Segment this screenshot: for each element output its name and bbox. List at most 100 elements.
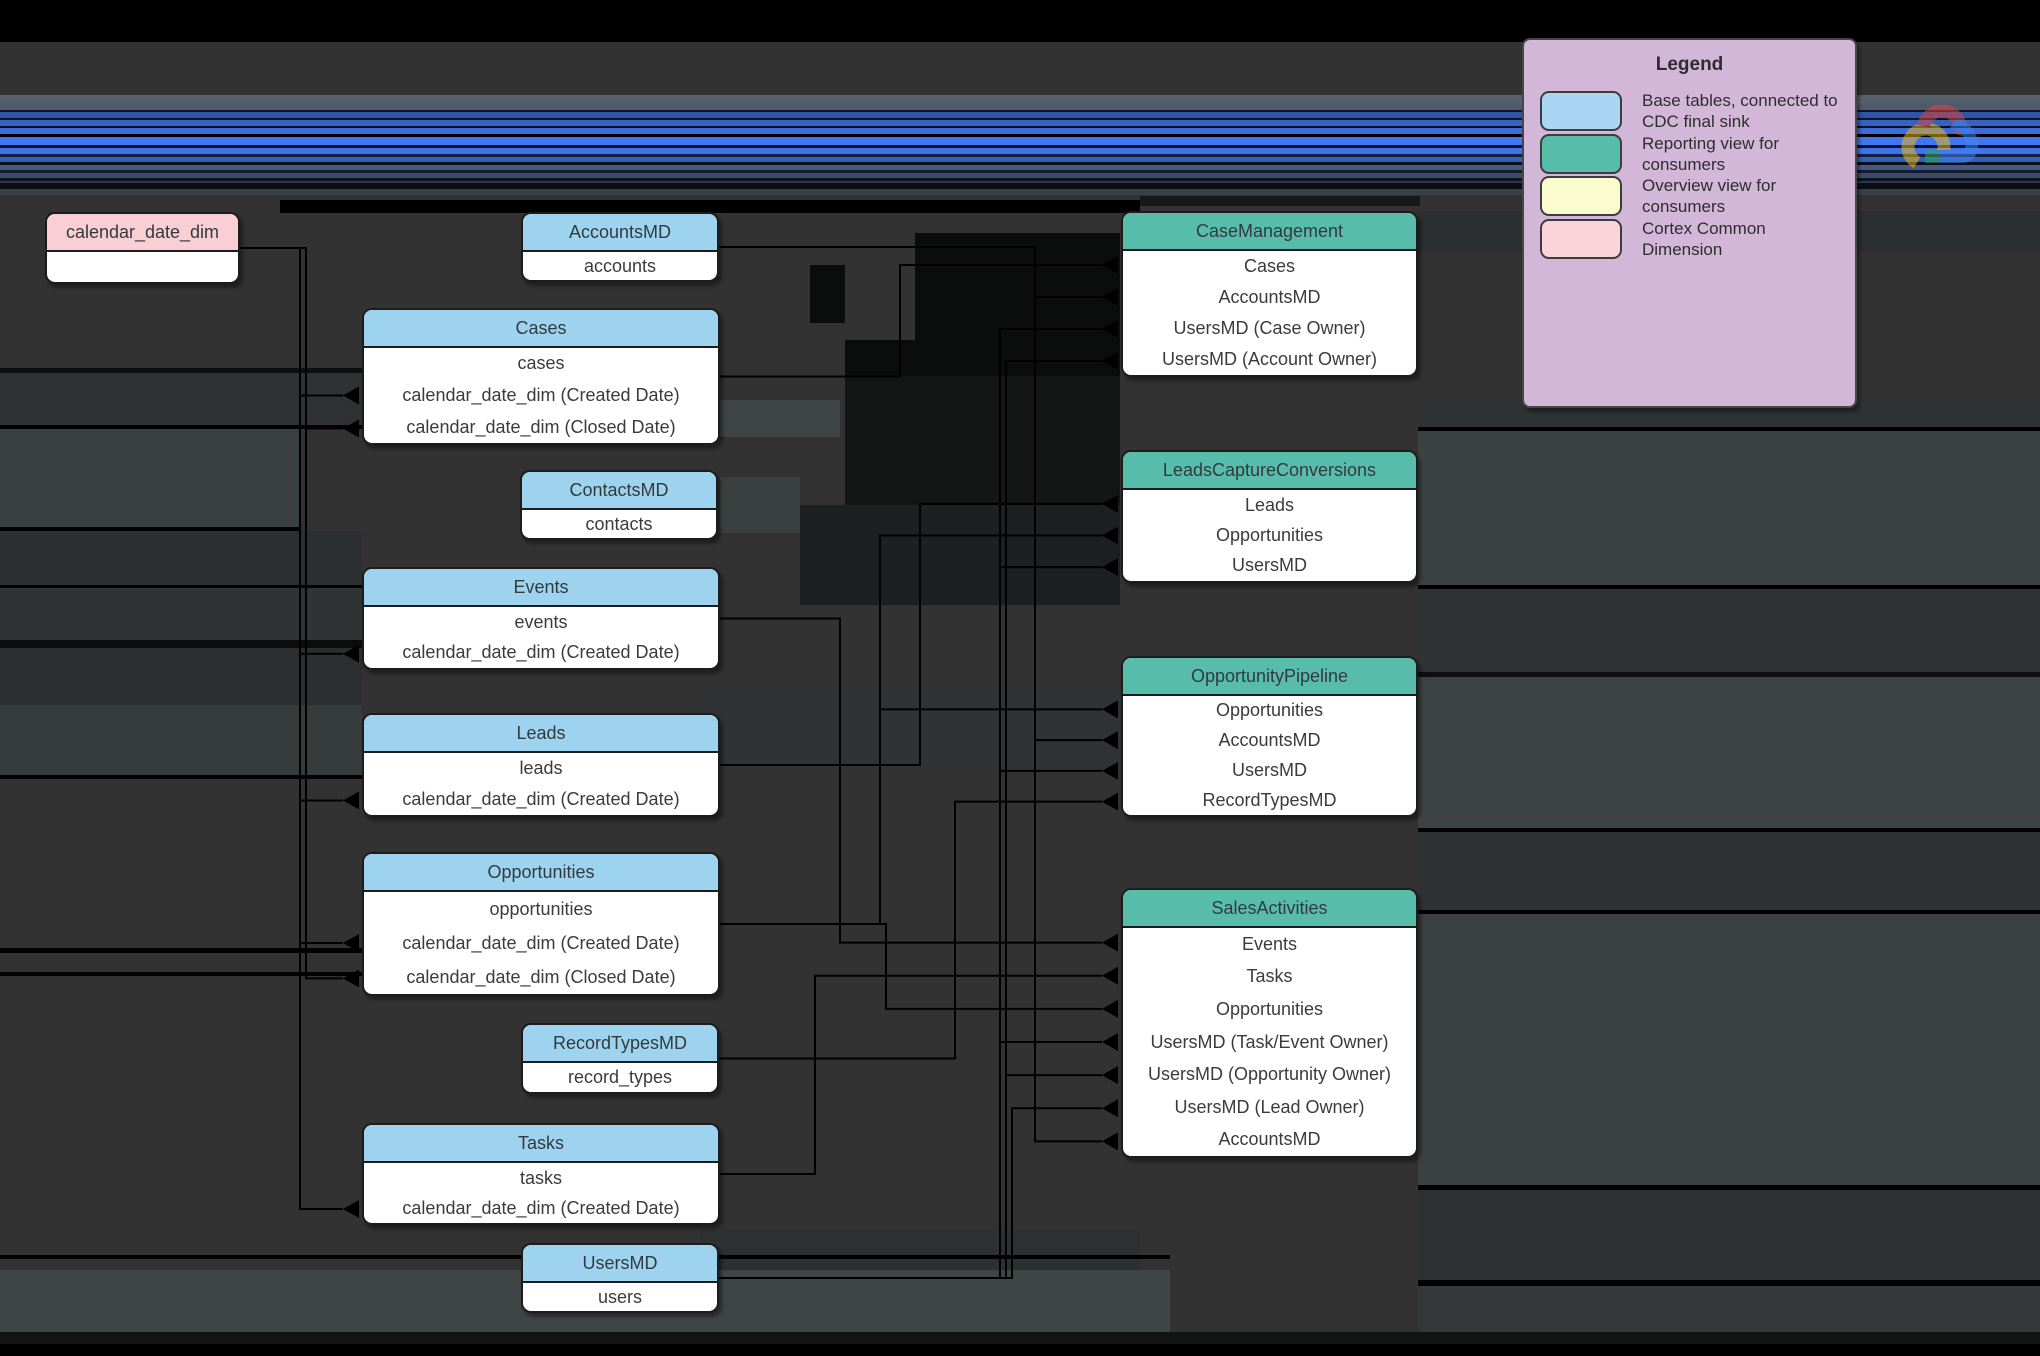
table-body-RecordTypesMD: record_types <box>523 1063 717 1092</box>
background-streak <box>1418 1280 2040 1286</box>
background-streak <box>0 183 2040 189</box>
table-header-AccountsMD: AccountsMD <box>523 214 717 252</box>
background-streak <box>0 705 362 775</box>
background-streak <box>0 588 362 640</box>
legend-swatch-reporting_view <box>1540 133 1622 174</box>
connector-Events-to-SalesActivities <box>720 617 1102 944</box>
table-body-calendar_date_dim <box>47 252 238 282</box>
table-row: Leads <box>1244 494 1295 515</box>
legend-swatch-common_dim <box>1540 218 1622 259</box>
background-streak <box>845 340 1120 376</box>
background-streak <box>0 527 300 531</box>
table-body-AccountsMD: accounts <box>523 252 717 280</box>
background-streak <box>1418 1190 2040 1280</box>
table-row: calendar_date_dim (Created Date) <box>402 932 680 953</box>
table-header-Tasks: Tasks <box>364 1125 718 1163</box>
background-streak <box>1418 427 2040 431</box>
legend-label: Base tables, connected to CDC final sink <box>1642 91 1838 132</box>
background-streak <box>1418 672 2040 677</box>
table-row: UsersMD <box>1232 759 1307 780</box>
table-header-UsersMD: UsersMD <box>523 1245 717 1283</box>
connector-arrowhead <box>1102 999 1118 1018</box>
connector-Opportunities-to-SalesActivities <box>720 923 1102 1010</box>
connector-arrowhead <box>343 1200 359 1218</box>
background-streak <box>1418 1286 2040 1332</box>
table-calendar_date_dim: calendar_date_dim <box>45 212 240 284</box>
background-streak <box>0 531 362 585</box>
background-streak <box>1418 1185 2040 1190</box>
connector-RecordTypesMD-to-OpportunityPipeline <box>719 800 1102 1060</box>
background-streak <box>0 189 2040 195</box>
background-streak <box>0 585 362 588</box>
background-streak <box>800 505 1120 605</box>
background-streak <box>1140 196 1420 206</box>
background-streak <box>0 429 300 527</box>
table-header-Opportunities: Opportunities <box>364 854 718 892</box>
background-streak <box>1418 677 2040 828</box>
background-streak <box>1418 589 2040 672</box>
legend-item-overview_view: Overview view for consumers <box>1540 175 1839 218</box>
table-row: AccountsMD <box>1218 730 1321 751</box>
table-row: UsersMD (Lead Owner) <box>1174 1096 1365 1117</box>
table-Opportunities: Opportunities opportunities calendar_date_… <box>362 852 720 996</box>
background-streak <box>0 373 362 425</box>
table-header-RecordTypesMD: RecordTypesMD <box>523 1025 717 1063</box>
background-streak <box>1418 914 2040 1185</box>
connector-UsersMD-to-LeadsCaptureConversions <box>719 566 1102 1279</box>
table-row: Events <box>1241 933 1298 954</box>
connector-Tasks-to-SalesActivities <box>720 974 1102 1175</box>
connector-arrowhead <box>1102 792 1118 811</box>
legend: Legend Base tables, connected to CDC fin… <box>1522 38 1857 408</box>
background-streak <box>0 948 362 953</box>
background-streak <box>0 640 362 648</box>
legend-label: Reporting view for consumers <box>1642 133 1780 174</box>
table-header-LeadsCaptureConversions: LeadsCaptureConversions <box>1123 452 1416 490</box>
background-streak <box>720 400 840 437</box>
table-row: tasks <box>519 1167 562 1188</box>
table-row: opportunities <box>489 898 593 919</box>
table-row: UsersMD (Case Owner) <box>1173 318 1366 338</box>
background-streak <box>1418 910 2040 914</box>
table-row: contacts <box>585 513 653 534</box>
table-body-ContactsMD: contacts <box>522 510 716 538</box>
background-streak <box>1418 431 2040 585</box>
table-row: calendar_date_dim (Created Date) <box>402 385 680 405</box>
table-header-SalesActivities: SalesActivities <box>1123 890 1416 928</box>
table-row: Opportunities <box>1215 998 1324 1019</box>
table-row: calendar_date_dim (Created Date) <box>402 642 680 663</box>
legend-label: Cortex Common Dimension <box>1642 218 1766 259</box>
table-row <box>47 252 238 282</box>
background-streak <box>1418 585 2040 589</box>
connector-arrowhead <box>1102 1132 1118 1151</box>
connector-UsersMD-to-OpportunityPipeline <box>719 769 1102 1279</box>
table-row: UsersMD (Task/Event Owner) <box>1150 1031 1389 1052</box>
background-streak <box>1418 828 2040 832</box>
background-streak <box>0 425 362 429</box>
table-row: UsersMD (Opportunity Owner) <box>1147 1064 1392 1085</box>
legend-swatch-base_table <box>1540 91 1622 132</box>
table-row: accounts <box>583 255 657 276</box>
background-streak <box>0 648 362 705</box>
table-body-UsersMD: users <box>523 1283 717 1311</box>
stripe-overlay-on-logo <box>1893 103 1993 180</box>
background-streak <box>720 477 800 533</box>
table-header-OpportunityPipeline: OpportunityPipeline <box>1123 658 1416 696</box>
table-header-Leads: Leads <box>364 715 718 753</box>
table-row: calendar_date_dim (Closed Date) <box>406 416 676 437</box>
background-streak <box>810 265 845 323</box>
connector-arrowhead <box>1102 1099 1118 1118</box>
connector-arrowhead <box>1102 1033 1118 1051</box>
background-streak <box>0 775 362 779</box>
